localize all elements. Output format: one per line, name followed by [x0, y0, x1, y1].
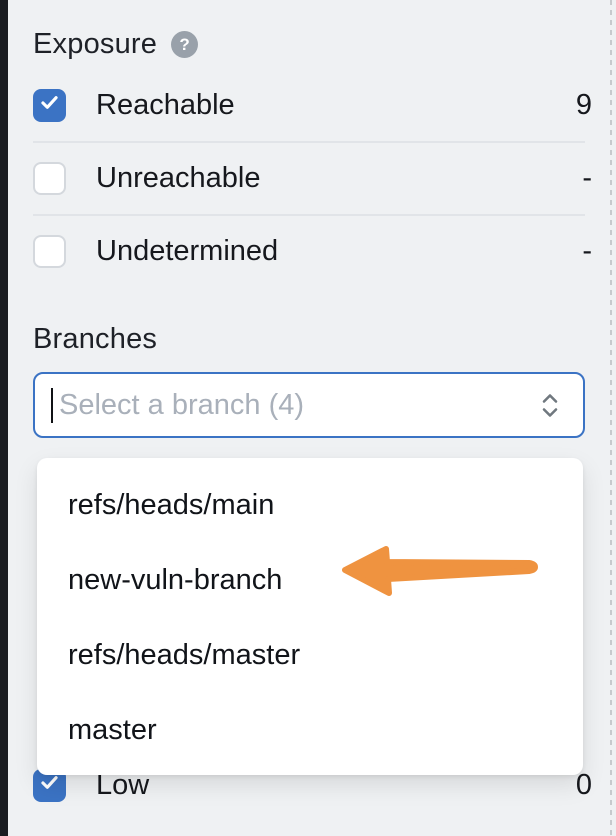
branch-option-new-vuln-branch[interactable]: new-vuln-branch: [68, 564, 283, 596]
unreachable-count: -: [582, 161, 592, 194]
row-divider: [33, 214, 585, 216]
chevron-up-down-icon: [540, 392, 560, 419]
checkmark-icon: [39, 772, 60, 798]
checkmark-icon: [39, 92, 60, 118]
exposure-title: Exposure: [33, 28, 158, 60]
branches-heading: Branches: [33, 323, 157, 356]
exposure-row-reachable: Reachable 9: [33, 88, 592, 122]
reachable-label: Reachable: [96, 88, 235, 121]
undetermined-count: -: [582, 234, 592, 267]
reachable-count: 9: [575, 88, 592, 121]
panel-edge-dotted-border: [610, 0, 612, 836]
branch-dropdown: refs/heads/main new-vuln-branch refs/hea…: [37, 458, 583, 775]
branch-option-refs-heads-main[interactable]: refs/heads/main: [68, 489, 275, 521]
text-cursor: [51, 388, 53, 423]
exposure-row-unreachable: Unreachable -: [33, 161, 592, 195]
row-divider: [33, 141, 585, 143]
branch-select-input[interactable]: [33, 372, 585, 438]
exposure-row-undetermined: Undetermined -: [33, 234, 592, 268]
unreachable-label: Unreachable: [96, 161, 261, 194]
branches-title: Branches: [33, 323, 158, 355]
branch-option-master[interactable]: master: [68, 714, 157, 746]
reachable-checkbox[interactable]: [33, 88, 66, 122]
severity-low-count: 0: [575, 768, 592, 801]
exposure-heading: Exposure ?: [33, 28, 199, 61]
undetermined-label: Undetermined: [96, 234, 279, 267]
unreachable-checkbox[interactable]: [33, 161, 66, 195]
question-mark-icon[interactable]: ?: [171, 31, 199, 58]
undetermined-checkbox[interactable]: [33, 234, 66, 268]
left-edge-strip: [0, 0, 8, 836]
branch-option-refs-heads-master[interactable]: refs/heads/master: [68, 639, 301, 671]
